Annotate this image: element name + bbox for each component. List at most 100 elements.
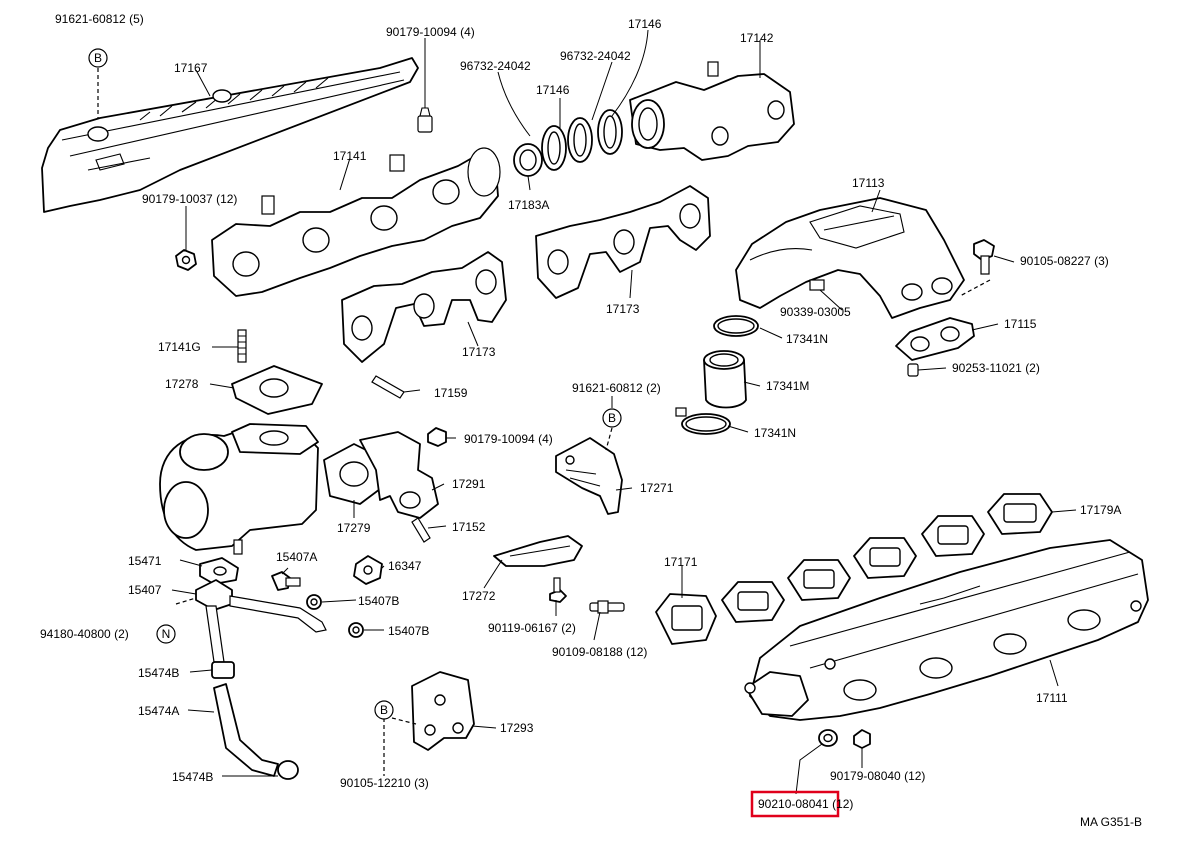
part-label-17141[interactable]: 17141 <box>333 149 367 163</box>
nut-08040-drawing <box>853 729 871 749</box>
stud-17152-drawing <box>411 517 431 543</box>
part-label-15407a[interactable]: 15407A <box>276 550 317 564</box>
union-bolt-drawing <box>271 571 301 591</box>
svg-text:N: N <box>162 627 171 641</box>
part-label-90119-06167[interactable]: 90119-06167 (2) <box>488 621 576 635</box>
callout-marker-b1: B <box>88 48 108 68</box>
part-label-17152[interactable]: 17152 <box>452 520 486 534</box>
callout-marker-n1: N <box>156 624 176 644</box>
nut-mid-drawing <box>427 427 447 447</box>
diagram-code: MA G351-B <box>1080 815 1142 829</box>
nut-10037-drawing <box>175 249 197 271</box>
heat-insulator-small-drawing <box>555 437 623 515</box>
part-label-90105-12210[interactable]: 90105-12210 (3) <box>340 776 429 790</box>
svg-text:B: B <box>380 703 388 717</box>
leader-lines <box>97 29 1077 795</box>
part-label-96732-24042-b[interactable]: 96732-24042 <box>560 49 631 63</box>
callout-marker-b2: B <box>602 408 622 428</box>
part-label-17183a[interactable]: 17183A <box>508 198 549 212</box>
part-label-17141g[interactable]: 17141G <box>158 340 201 354</box>
part-label-96732-24042-a[interactable]: 96732-24042 <box>460 59 531 73</box>
part-label-91621-60812-top[interactable]: 91621-60812 (5) <box>55 12 144 26</box>
pin-11021-drawing <box>907 363 919 377</box>
part-label-17271[interactable]: 17271 <box>640 481 674 495</box>
part-label-90179-10037[interactable]: 90179-10037 (12) <box>142 192 237 206</box>
part-label-15474a[interactable]: 15474A <box>138 704 179 718</box>
clip-03005-drawing <box>809 279 825 291</box>
part-label-90179-08040[interactable]: 90179-08040 (12) <box>830 769 925 783</box>
part-label-15474b-a[interactable]: 15474B <box>138 666 179 680</box>
part-label-15471[interactable]: 15471 <box>128 554 162 568</box>
turbo-elbow-drawing <box>323 431 439 519</box>
part-label-94180-40800[interactable]: 94180-40800 (2) <box>40 627 129 641</box>
stud-17141g-drawing <box>237 329 247 363</box>
turbocharger-drawing <box>159 423 319 555</box>
part-label-17159[interactable]: 17159 <box>434 386 468 400</box>
part-label-90109-08188[interactable]: 90109-08188 (12) <box>552 645 647 659</box>
part-label-17113[interactable]: 17113 <box>852 176 885 190</box>
part-label-17293[interactable]: 17293 <box>500 721 534 735</box>
part-label-91621-60812-mid[interactable]: 91621-60812 (2) <box>572 381 661 395</box>
part-label-17279[interactable]: 17279 <box>337 521 371 535</box>
part-label-17146-b[interactable]: 17146 <box>536 83 570 97</box>
bolt-06167-drawing <box>549 577 567 603</box>
gasket-washer-a-drawing <box>306 594 322 610</box>
part-label-17173-b[interactable]: 17173 <box>606 302 640 316</box>
part-label-90210-08041[interactable]: 90210-08041 (12) <box>758 797 853 811</box>
part-label-15407b-b[interactable]: 15407B <box>388 624 429 638</box>
part-label-90339-03005[interactable]: 90339-03005 <box>780 305 851 319</box>
intake-gasket-drawing <box>895 317 975 361</box>
part-label-17278[interactable]: 17278 <box>165 377 199 391</box>
oil-pipe-assembly-drawing <box>195 557 327 780</box>
part-label-17341m[interactable]: 17341M <box>766 379 809 393</box>
insulator-plate-drawing <box>493 535 583 567</box>
part-label-17341n-a[interactable]: 17341N <box>786 332 828 346</box>
part-label-15407[interactable]: 15407 <box>128 583 162 597</box>
part-label-17341n-b[interactable]: 17341N <box>754 426 796 440</box>
callout-marker-b3: B <box>374 700 394 720</box>
manifold-gasket-right-drawing <box>535 185 711 299</box>
part-label-15407b-a[interactable]: 15407B <box>358 594 399 608</box>
intake-pipe-drawing <box>735 197 965 319</box>
svg-text:B: B <box>94 51 102 65</box>
part-label-17115[interactable]: 17115 <box>1004 317 1037 331</box>
exhaust-manifold-upper-drawing <box>211 147 501 297</box>
washer-08041-drawing <box>818 729 838 747</box>
exhaust-rings-drawing <box>513 109 623 177</box>
highlight-box <box>750 790 840 818</box>
manifold-gasket-left-drawing <box>341 251 507 363</box>
part-label-90179-10094-mid[interactable]: 90179-10094 (4) <box>464 432 553 446</box>
part-label-17291[interactable]: 17291 <box>452 477 486 491</box>
gasket-washer-b-drawing <box>348 622 364 638</box>
heat-insulator-drawing <box>41 57 419 213</box>
part-label-17173-a[interactable]: 17173 <box>462 345 496 359</box>
part-label-90105-08227[interactable]: 90105-08227 (3) <box>1020 254 1109 268</box>
part-label-90253-11021[interactable]: 90253-11021 (2) <box>952 361 1040 375</box>
part-label-17142[interactable]: 17142 <box>740 31 774 45</box>
bracket-17293-drawing <box>411 671 475 751</box>
turbo-gasket-drawing <box>231 365 323 415</box>
hose-clamp-lower-drawing <box>675 407 731 435</box>
exhaust-pipe-drawing <box>629 61 795 161</box>
bolt-08227-drawing <box>973 239 995 275</box>
part-label-90179-10094-top[interactable]: 90179-10094 (4) <box>386 25 475 39</box>
exhaust-manifold-lower-drawing <box>744 539 1149 721</box>
svg-text:B: B <box>608 411 616 425</box>
part-label-17146-a[interactable]: 17146 <box>628 17 662 31</box>
part-label-17167[interactable]: 17167 <box>174 61 208 75</box>
part-label-17272[interactable]: 17272 <box>462 589 496 603</box>
exhaust-port-gaskets-drawing <box>655 493 1053 645</box>
stud-17159-drawing <box>371 375 405 399</box>
part-labels: 91621-60812 (5) 90179-10094 (4) 17167 96… <box>40 12 1142 829</box>
part-label-15474b-b[interactable]: 15474B <box>172 770 213 784</box>
nut-top-drawing <box>417 107 433 133</box>
intake-hose-drawing <box>703 350 747 409</box>
gasket-16347-drawing <box>353 555 383 585</box>
hose-clamp-upper-drawing <box>713 315 759 337</box>
stud-08188-drawing <box>589 600 625 614</box>
part-label-17179a[interactable]: 17179A <box>1080 503 1121 517</box>
part-label-17111[interactable]: 17111 <box>1036 691 1068 705</box>
part-label-17171[interactable]: 17171 <box>664 555 698 569</box>
part-label-16347[interactable]: 16347 <box>388 559 422 573</box>
